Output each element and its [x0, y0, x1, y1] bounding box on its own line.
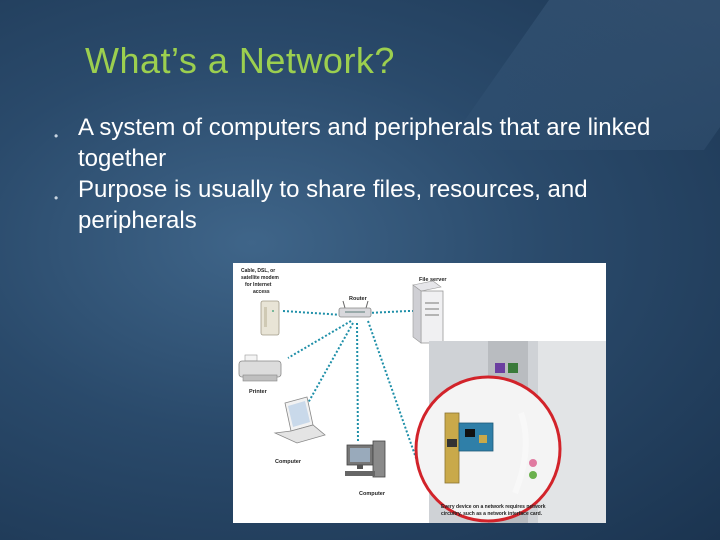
cable-router-server	[368, 311, 408, 313]
modem-label-line: satellite modem	[241, 275, 279, 281]
laptop-icon	[275, 397, 325, 443]
bullet-item: • A system of computers and peripherals …	[78, 112, 698, 174]
slide-title: What’s a Network?	[85, 40, 395, 82]
network-diagram-svg: Cable, DSL, or satellite modem for Inter…	[233, 263, 606, 523]
modem-label-line: Cable, DSL, or	[241, 268, 275, 274]
modem-label-line: access	[253, 289, 270, 295]
modem-label-line: for Internet	[245, 282, 272, 288]
desktop-icon	[345, 441, 385, 477]
router-label: Router	[349, 296, 368, 302]
bullet-text: Purpose is usually to share files, resou…	[78, 176, 588, 234]
desktop-label: Computer	[359, 491, 386, 497]
bullet-icon: •	[54, 183, 58, 214]
bullet-list: • A system of computers and peripherals …	[78, 112, 698, 236]
cable-router-desktop	[357, 323, 358, 443]
printer-label: Printer	[249, 389, 268, 395]
diagram-caption-line: circuitry, such as a network interface c…	[441, 511, 543, 517]
network-diagram: Cable, DSL, or satellite modem for Inter…	[233, 263, 606, 523]
cable-modem-router	[283, 311, 343, 315]
bullet-icon: •	[54, 121, 58, 152]
diagram-caption-line: Every device on a network requires netwo…	[441, 504, 546, 510]
cable-router-printer	[288, 321, 351, 358]
bullet-item: • Purpose is usually to share files, res…	[78, 174, 698, 236]
cable-router-laptop	[308, 323, 353, 403]
modem-icon	[261, 301, 279, 335]
laptop-label: Computer	[275, 459, 302, 465]
file-server-icon	[413, 281, 443, 343]
nic-highlight-circle	[416, 377, 560, 521]
router-icon	[339, 301, 371, 317]
printer-icon	[239, 355, 281, 381]
bullet-text: A system of computers and peripherals th…	[78, 114, 650, 172]
